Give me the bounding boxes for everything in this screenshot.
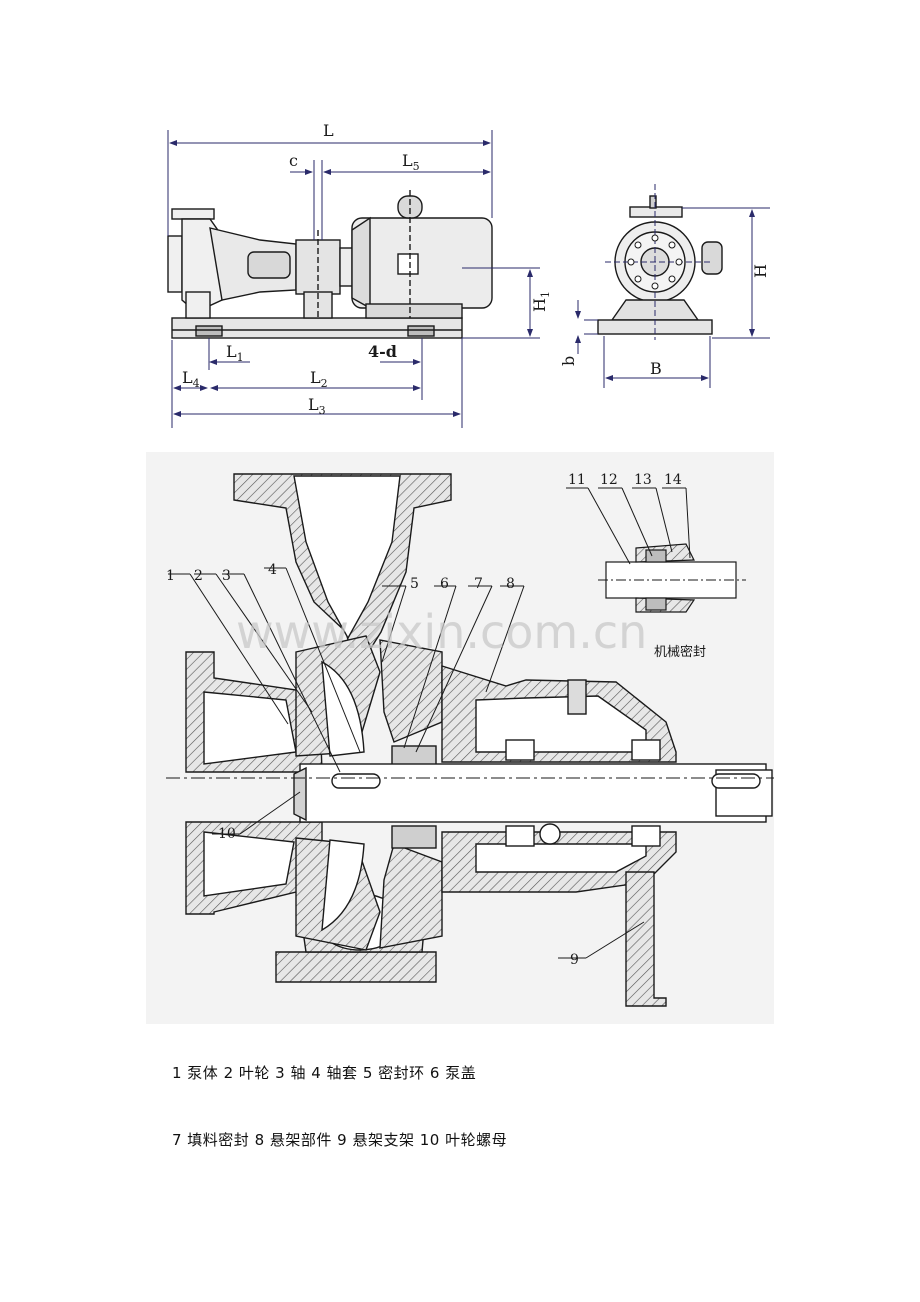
callout-7: 7 <box>474 576 483 592</box>
callout-numbers: 1 2 3 4 5 6 7 8 9 10 11 12 13 14 机械密封 <box>166 472 706 968</box>
parts-caption-line-1: 1 泵体 2 叶轮 3 轴 4 轴套 5 密封环 6 泵盖 <box>172 1064 477 1082</box>
dim-b: b <box>559 356 578 366</box>
end-view-bolt-circle <box>627 234 683 290</box>
dimension-labels-side: L c L5 H1 L1 4-d L4 L2 L3 <box>182 121 552 417</box>
pump-section-drawing: 1 2 3 4 5 6 7 8 9 10 11 12 13 14 机械密封 ww… <box>146 452 774 1024</box>
callout-12: 12 <box>600 472 618 488</box>
callout-13: 13 <box>634 472 652 488</box>
callout-8: 8 <box>506 576 515 592</box>
dim-L5: L5 <box>402 151 420 173</box>
dimension-lines-side <box>167 130 540 428</box>
dim-L2: L2 <box>310 368 328 390</box>
parts-caption-line-2: 7 填料密封 8 悬架部件 9 悬架支架 10 叶轮螺母 <box>172 1131 508 1149</box>
pump-outline-drawing: L c L5 H1 L1 4-d L4 L2 L3 <box>167 121 770 428</box>
bracket-section <box>441 665 677 893</box>
dimension-lines-end <box>575 207 770 388</box>
dimension-labels-end: H b B <box>559 264 770 378</box>
shaft-section <box>166 763 774 823</box>
callout-4: 4 <box>268 562 277 578</box>
pump-casing-outline <box>167 208 297 319</box>
watermark: www.zixin.com.cn <box>236 605 647 659</box>
callout-2: 2 <box>194 568 203 584</box>
dim-L1: L1 <box>226 342 244 364</box>
mechanical-seal-inset <box>598 543 746 613</box>
dim-c: c <box>289 151 298 170</box>
callout-11: 11 <box>568 472 586 488</box>
pump-end-view <box>597 184 723 340</box>
dim-B: B <box>650 359 662 378</box>
coupling-outline <box>295 230 341 319</box>
dim-L3: L3 <box>308 395 326 417</box>
callout-6: 6 <box>440 576 449 592</box>
dim-H1: H1 <box>530 291 552 312</box>
callout-3: 3 <box>222 568 231 584</box>
callout-10: 10 <box>218 826 236 842</box>
base-frame <box>171 317 463 339</box>
dim-L4: L4 <box>182 368 200 390</box>
bracket-support-section <box>625 871 667 1007</box>
pump-cover-section <box>379 639 443 949</box>
dim-H: H <box>751 264 770 278</box>
callout-1: 1 <box>166 568 175 584</box>
motor-outline <box>339 190 493 319</box>
dim-L: L <box>323 121 334 140</box>
mechanical-seal-label: 机械密封 <box>654 644 706 660</box>
dim-4-d: 4-d <box>368 342 397 361</box>
callout-5: 5 <box>410 576 419 592</box>
callout-9: 9 <box>570 952 579 968</box>
callout-leaders <box>168 487 691 959</box>
callout-14: 14 <box>664 472 682 488</box>
